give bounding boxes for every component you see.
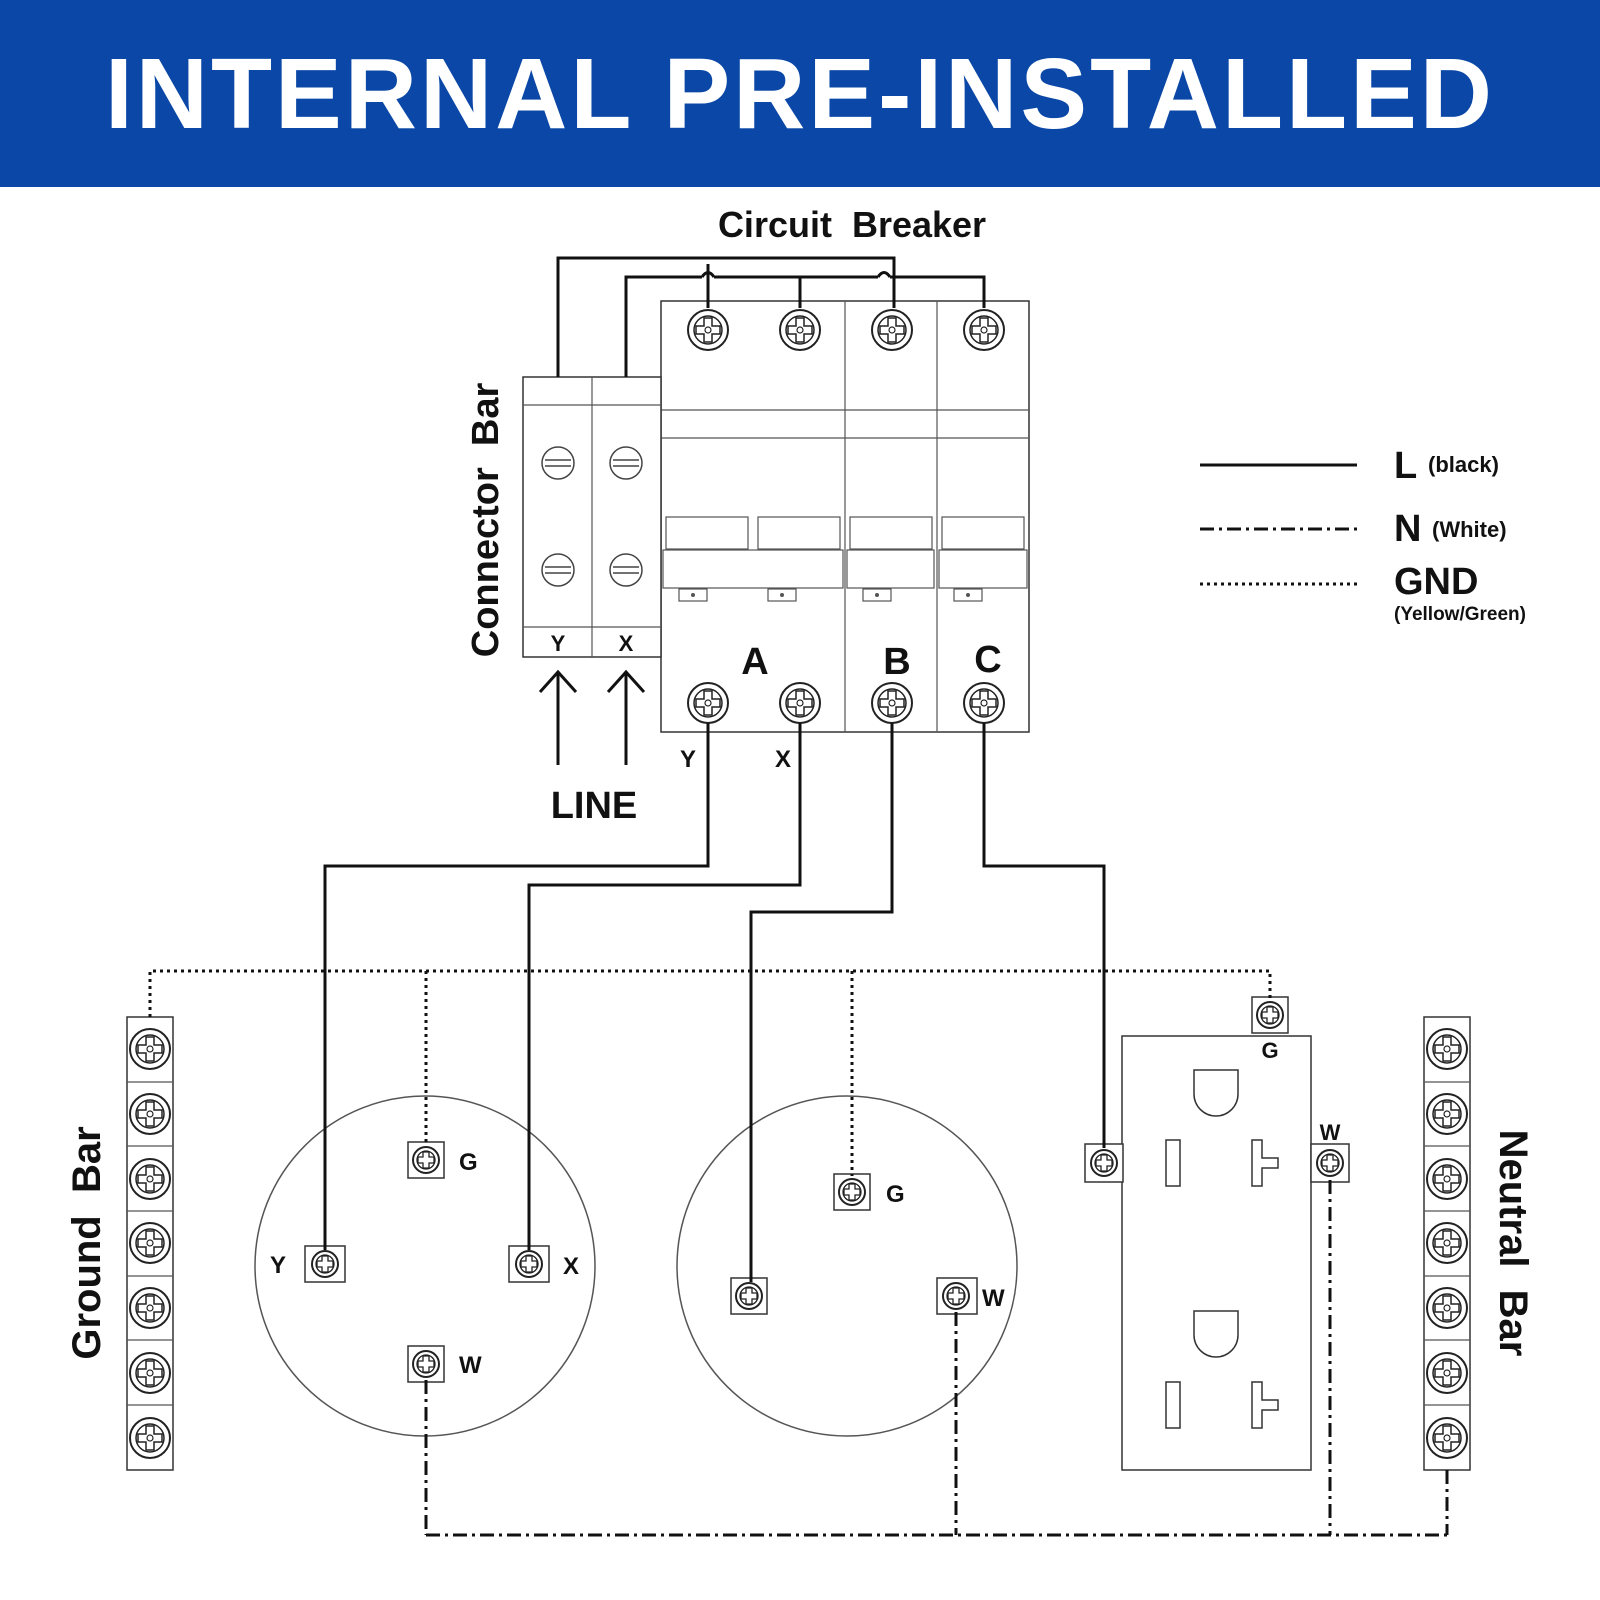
load-label-x: X (775, 746, 791, 773)
ground-bar-screw-icon (129, 1222, 171, 1264)
ground-terminal-icon (838, 1178, 866, 1206)
receptacle1-label-x: X (563, 1253, 579, 1280)
pole-label-c: C (974, 639, 1001, 681)
receptacle2-label-g: G (886, 1181, 905, 1208)
receptacle1-label-w: W (459, 1352, 482, 1379)
neutral-bar-title: Neutral Bar (1491, 1130, 1535, 1357)
neutral-bar-screw-icon (1426, 1158, 1468, 1200)
pole-label-b: B (883, 641, 910, 683)
outlet-label-g: G (1261, 1038, 1278, 1063)
ground-bar-screw-icon (129, 1417, 171, 1459)
ground-terminal-icon (412, 1146, 440, 1174)
outlet-label-w: W (1320, 1120, 1341, 1145)
neutral-bar: Neutral Bar (1423, 1016, 1535, 1471)
breaker-title: Circuit Breaker (718, 204, 986, 245)
x-terminal-icon (515, 1250, 543, 1278)
bus-wires (556, 256, 986, 377)
ground-bar-screw-icon (129, 1028, 171, 1070)
ground-bar-screw-icon (129, 1158, 171, 1200)
line-label: LINE (551, 785, 638, 827)
connector-screw-icon (609, 553, 643, 587)
neutral-terminal-icon (1316, 1149, 1344, 1177)
line-input-arrows: LINE (538, 669, 646, 827)
pole-label-a: A (741, 641, 768, 683)
breaker-line-screw-icon (871, 309, 913, 351)
circuit-breaker: A B C Circuit Breaker Y X (660, 204, 1030, 773)
ground-wires (148, 969, 1272, 1176)
breaker-load-screw-icon (779, 682, 821, 724)
ground-bar-screw-icon (129, 1352, 171, 1394)
y-terminal-icon (311, 1250, 339, 1278)
receptacle1-label-y: Y (270, 1252, 286, 1279)
connector-terminal-y: Y (551, 631, 566, 656)
connector-bar-title: Connector Bar (465, 383, 507, 658)
connector-screw-icon (541, 553, 575, 587)
wiring-diagram: A B C Circuit Breaker Y X Y X Connector … (65, 204, 1535, 1537)
header-banner: INTERNAL PRE-INSTALLED (0, 0, 1600, 187)
hot-terminal-icon (735, 1282, 763, 1310)
receptacle2-label-w: W (982, 1285, 1005, 1312)
legend-desc-gnd: (Yellow/Green) (1394, 604, 1526, 625)
breaker-line-screw-icon (963, 309, 1005, 351)
neutral-bar-screw-icon (1426, 1287, 1468, 1329)
neutral-bar-screw-icon (1426, 1222, 1468, 1264)
ground-bar-screw-icon (129, 1287, 171, 1329)
breaker-load-screw-icon (963, 682, 1005, 724)
legend-letter-gnd: GND (1394, 561, 1478, 603)
connector-screw-icon (609, 446, 643, 480)
ground-bar-screw-icon (129, 1093, 171, 1135)
neutral-wires (424, 1180, 1449, 1537)
receptacle-4-wire: G Y X W (254, 1095, 596, 1437)
connector-screw-icon (541, 446, 575, 480)
load-label-y: Y (680, 746, 696, 773)
breaker-line-screw-icon (687, 309, 729, 351)
neutral-terminal-icon (942, 1282, 970, 1310)
legend: L (black) N (White) GND (Yellow/Green) (1200, 445, 1526, 625)
page-title: INTERNAL PRE-INSTALLED (104, 37, 1496, 150)
receptacle1-label-g: G (459, 1149, 478, 1176)
ground-bar: Ground Bar (65, 1016, 174, 1471)
legend-desc-l: (black) (1428, 452, 1499, 477)
receptacle-3-wire: G W (676, 1095, 1018, 1437)
connector-terminal-x: X (619, 631, 634, 656)
neutral-bar-screw-icon (1426, 1028, 1468, 1070)
hot-terminal-icon (1090, 1149, 1118, 1177)
legend-desc-n: (White) (1432, 517, 1507, 542)
connector-bar: Y X Connector Bar (465, 376, 662, 658)
hot-wires (323, 723, 1106, 1282)
neutral-bar-screw-icon (1426, 1352, 1468, 1394)
neutral-bar-screw-icon (1426, 1093, 1468, 1135)
ground-bar-title: Ground Bar (65, 1126, 109, 1359)
ground-terminal-icon (1256, 1001, 1284, 1029)
breaker-line-screw-icon (779, 309, 821, 351)
duplex-outlet: G W (1084, 996, 1350, 1471)
breaker-load-screw-icon (687, 682, 729, 724)
neutral-terminal-icon (412, 1350, 440, 1378)
legend-letter-n: N (1394, 508, 1421, 550)
legend-letter-l: L (1394, 445, 1417, 487)
breaker-load-screw-icon (871, 682, 913, 724)
neutral-bar-screw-icon (1426, 1417, 1468, 1459)
